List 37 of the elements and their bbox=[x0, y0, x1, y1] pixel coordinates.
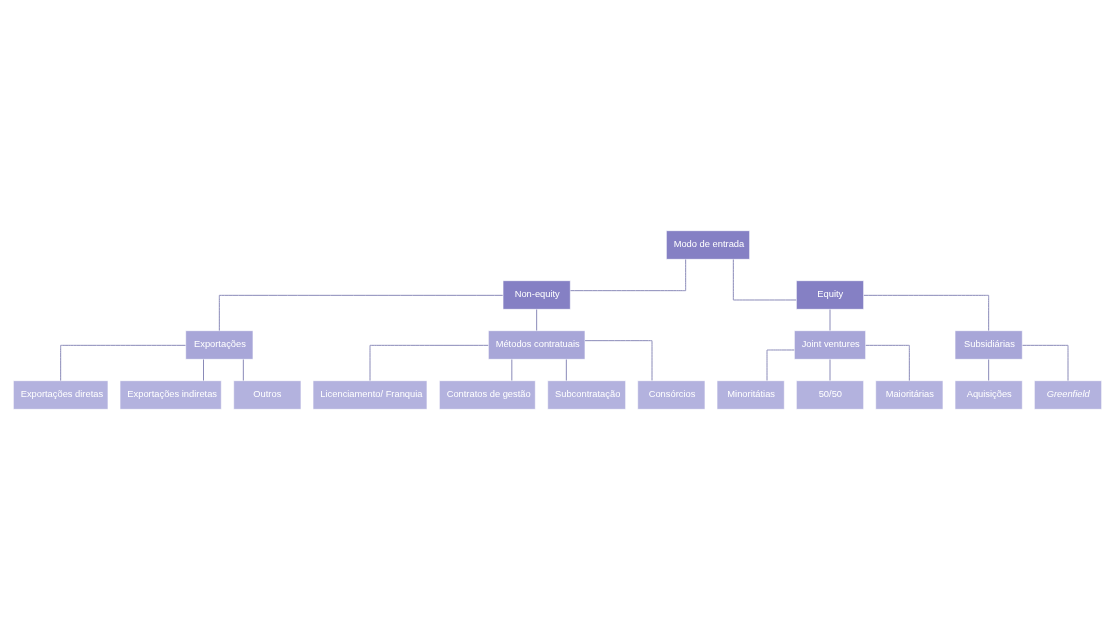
node-box: Non-equity bbox=[502, 279, 571, 310]
connector bbox=[60, 344, 186, 381]
node-box: Joint ventures bbox=[794, 329, 866, 360]
node-box: Minoritátias bbox=[716, 379, 785, 410]
node-box: Exportações diretas bbox=[13, 379, 109, 410]
node-box: Subcontratação bbox=[547, 379, 626, 410]
connector bbox=[766, 349, 795, 381]
connector bbox=[203, 358, 204, 381]
node-box: Equity bbox=[796, 279, 864, 310]
connector bbox=[242, 358, 244, 381]
node-box: 50/50 bbox=[796, 379, 864, 410]
node-box: Consórcios bbox=[637, 379, 706, 410]
connector bbox=[536, 308, 538, 331]
connector bbox=[218, 294, 504, 331]
node-box: Exportações bbox=[185, 329, 254, 360]
connector bbox=[988, 358, 990, 381]
connector bbox=[829, 358, 831, 381]
node-box: Outros bbox=[233, 379, 302, 410]
connector bbox=[865, 344, 910, 381]
connector bbox=[829, 308, 831, 331]
connector bbox=[584, 339, 653, 381]
connector bbox=[863, 294, 990, 331]
connector bbox=[732, 258, 797, 300]
node-box: Métodos contratuais bbox=[488, 329, 586, 360]
connector bbox=[570, 258, 687, 291]
node-box: Contratos de gestão bbox=[439, 379, 536, 410]
connector bbox=[565, 358, 567, 381]
connector bbox=[369, 344, 489, 381]
node-box: Subsidiárias bbox=[954, 329, 1023, 360]
node-box: Licenciamento/ Franquia bbox=[312, 379, 428, 410]
node-box: Modo de entrada bbox=[666, 229, 750, 260]
node-box: Greenfield bbox=[1034, 379, 1102, 410]
node-box: Maioritárias bbox=[875, 379, 944, 410]
node-box: Exportações indiretas bbox=[119, 379, 222, 410]
node-box: Aquisições bbox=[954, 379, 1023, 410]
connector bbox=[511, 358, 513, 381]
connector bbox=[1022, 344, 1069, 381]
